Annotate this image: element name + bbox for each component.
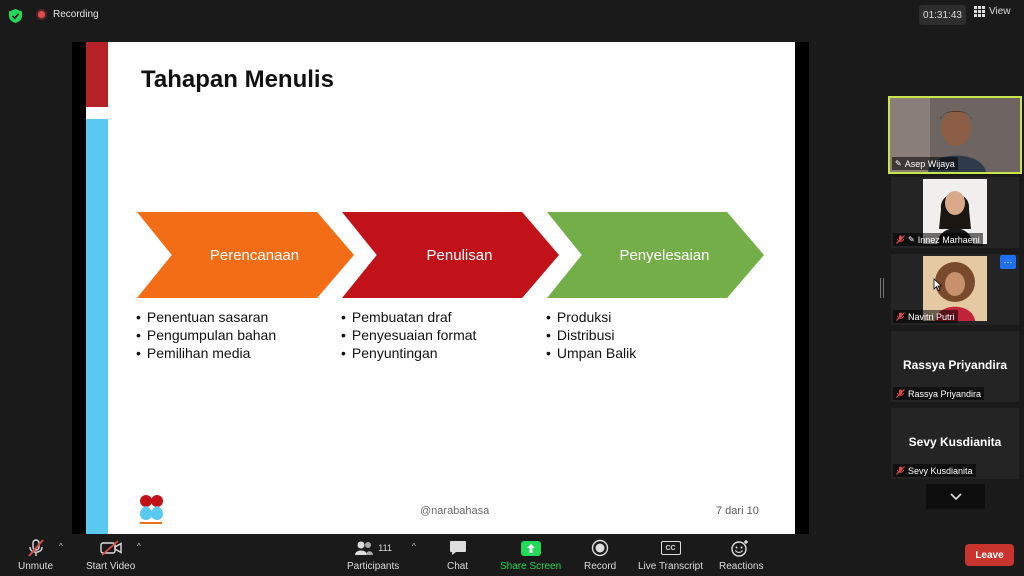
live-transcript-label: Live Transcript: [638, 561, 704, 572]
participant-tile-sevy[interactable]: Sevy Kusdianita Sevy Kusdianita: [891, 408, 1019, 479]
leave-button[interactable]: Leave: [965, 544, 1014, 566]
share-screen-button[interactable]: Share Screen: [500, 538, 561, 572]
shared-screen: Tahapan Menulis Perencanaan Penulisan Pe…: [72, 42, 809, 534]
participant-label: Sevy Kusdianita: [893, 464, 976, 477]
list-item: Pembuatan draf: [341, 308, 476, 326]
participant-label: Rassya Priyandira: [893, 387, 985, 400]
list-item: Produksi: [546, 308, 636, 326]
list-item: Umpan Balik: [546, 344, 636, 362]
participant-tile-rassya[interactable]: Rassya Priyandira Rassya Priyandira: [891, 331, 1019, 402]
unmute-button[interactable]: Unmute: [18, 538, 53, 572]
pin-icon: ✎: [908, 235, 915, 244]
panel-resize-handle[interactable]: [880, 278, 884, 298]
slide-page-number: 7 dari 10: [716, 505, 759, 517]
stage-list-writing: Pembuatan draf Penyesuaian format Penyun…: [341, 308, 477, 362]
chat-label: Chat: [447, 561, 469, 572]
stage-chevron-writing: Penulisan: [342, 212, 559, 298]
view-label: View: [989, 6, 1011, 17]
reactions-label: Reactions: [719, 561, 764, 572]
slide-accent-blue: [86, 119, 108, 534]
closed-caption-icon: CC: [660, 538, 681, 558]
participant-tile-asep[interactable]: ✎ Asep Wijaya: [888, 96, 1022, 174]
stage-chevron-finishing: Penyelesaian: [547, 212, 764, 298]
list-item: Penentuan sasaran: [136, 308, 276, 326]
participant-label: ✎ Innez Marhaeni: [893, 233, 983, 246]
scroll-down-button[interactable]: [926, 484, 985, 509]
participant-name: Navitri Putri: [908, 311, 955, 322]
mic-muted-icon: [896, 312, 905, 321]
participants-label: Participants: [347, 561, 400, 572]
record-icon: [591, 538, 609, 558]
mic-muted-icon: [896, 389, 905, 398]
list-item: Penyuntingan: [341, 344, 476, 362]
unmute-label: Unmute: [18, 561, 54, 572]
mic-muted-icon: [896, 235, 905, 244]
slide-footer-handle: @narabahasa: [420, 505, 490, 517]
slide: Tahapan Menulis Perencanaan Penulisan Pe…: [86, 42, 795, 534]
meeting-timer: 01:31:43: [919, 5, 966, 25]
mic-muted-icon: [27, 538, 45, 558]
participant-name: Rassya Priyandira: [908, 388, 982, 399]
recording-indicator[interactable]: Recording: [36, 9, 99, 20]
participant-name: Asep Wijaya: [904, 158, 955, 169]
recording-dot-icon: [36, 9, 47, 20]
video-off-icon: [99, 538, 122, 558]
participant-name: Sevy Kusdianita: [908, 465, 973, 476]
shield-check-icon[interactable]: [9, 9, 22, 23]
video-options-caret-icon[interactable]: ^: [137, 542, 141, 551]
stage-chevron-planning: Perencanaan: [137, 212, 354, 298]
top-bar: Recording 01:31:43 View: [0, 0, 1024, 30]
share-screen-icon: [520, 538, 541, 558]
participant-name: Innez Marhaeni: [917, 234, 980, 245]
view-button[interactable]: View: [974, 6, 1011, 17]
more-options-button[interactable]: ⋯: [1000, 255, 1016, 269]
share-screen-label: Share Screen: [500, 561, 562, 572]
stage-list-planning: Penentuan sasaran Pengumpulan bahan Pemi…: [136, 308, 276, 362]
cc-badge: CC: [660, 541, 681, 555]
narabahasa-logo: [140, 495, 163, 524]
pin-icon: ✎: [895, 159, 902, 168]
meeting-toolbar: Unmute ^ Start Video ^ 111 Participants …: [0, 534, 1024, 576]
participant-name-display: Sevy Kusdianita: [908, 435, 1002, 449]
start-video-button[interactable]: Start Video: [86, 538, 135, 572]
participant-tile-innez[interactable]: ✎ Innez Marhaeni: [891, 177, 1019, 248]
participants-button[interactable]: 111 Participants: [347, 538, 399, 572]
chat-icon: [449, 538, 467, 558]
mic-muted-icon: [896, 466, 905, 475]
stage-list-finishing: Produksi Distribusi Umpan Balik: [546, 308, 636, 362]
participant-label: ✎ Asep Wijaya: [892, 157, 958, 170]
list-item: Pengumpulan bahan: [136, 326, 276, 344]
participants-icon: 111: [354, 538, 392, 558]
list-item: Distribusi: [546, 326, 636, 344]
chat-button[interactable]: Chat: [447, 538, 468, 572]
live-transcript-button[interactable]: CC Live Transcript: [638, 538, 703, 572]
recording-label: Recording: [53, 9, 99, 20]
reactions-icon: [731, 538, 751, 558]
participant-name-display: Rassya Priyandira: [902, 358, 1008, 372]
record-label: Record: [584, 561, 617, 572]
mouse-cursor-icon: [933, 278, 943, 291]
chevron-down-icon: [949, 492, 962, 500]
reactions-button[interactable]: Reactions: [719, 538, 763, 572]
audio-options-caret-icon[interactable]: ^: [59, 542, 63, 551]
start-video-label: Start Video: [86, 561, 136, 572]
list-item: Penyesuaian format: [341, 326, 477, 344]
participants-options-caret-icon[interactable]: ^: [412, 542, 416, 551]
grid-icon: [974, 6, 985, 17]
list-item: Pemilihan media: [136, 344, 276, 362]
record-button[interactable]: Record: [584, 538, 616, 572]
slide-accent-red: [86, 42, 108, 107]
participant-label: Navitri Putri: [893, 310, 958, 323]
participant-count: 111: [378, 543, 392, 553]
participant-tile-navitri[interactable]: Navitri Putri: [891, 254, 1019, 325]
slide-title: Tahapan Menulis: [141, 66, 334, 93]
